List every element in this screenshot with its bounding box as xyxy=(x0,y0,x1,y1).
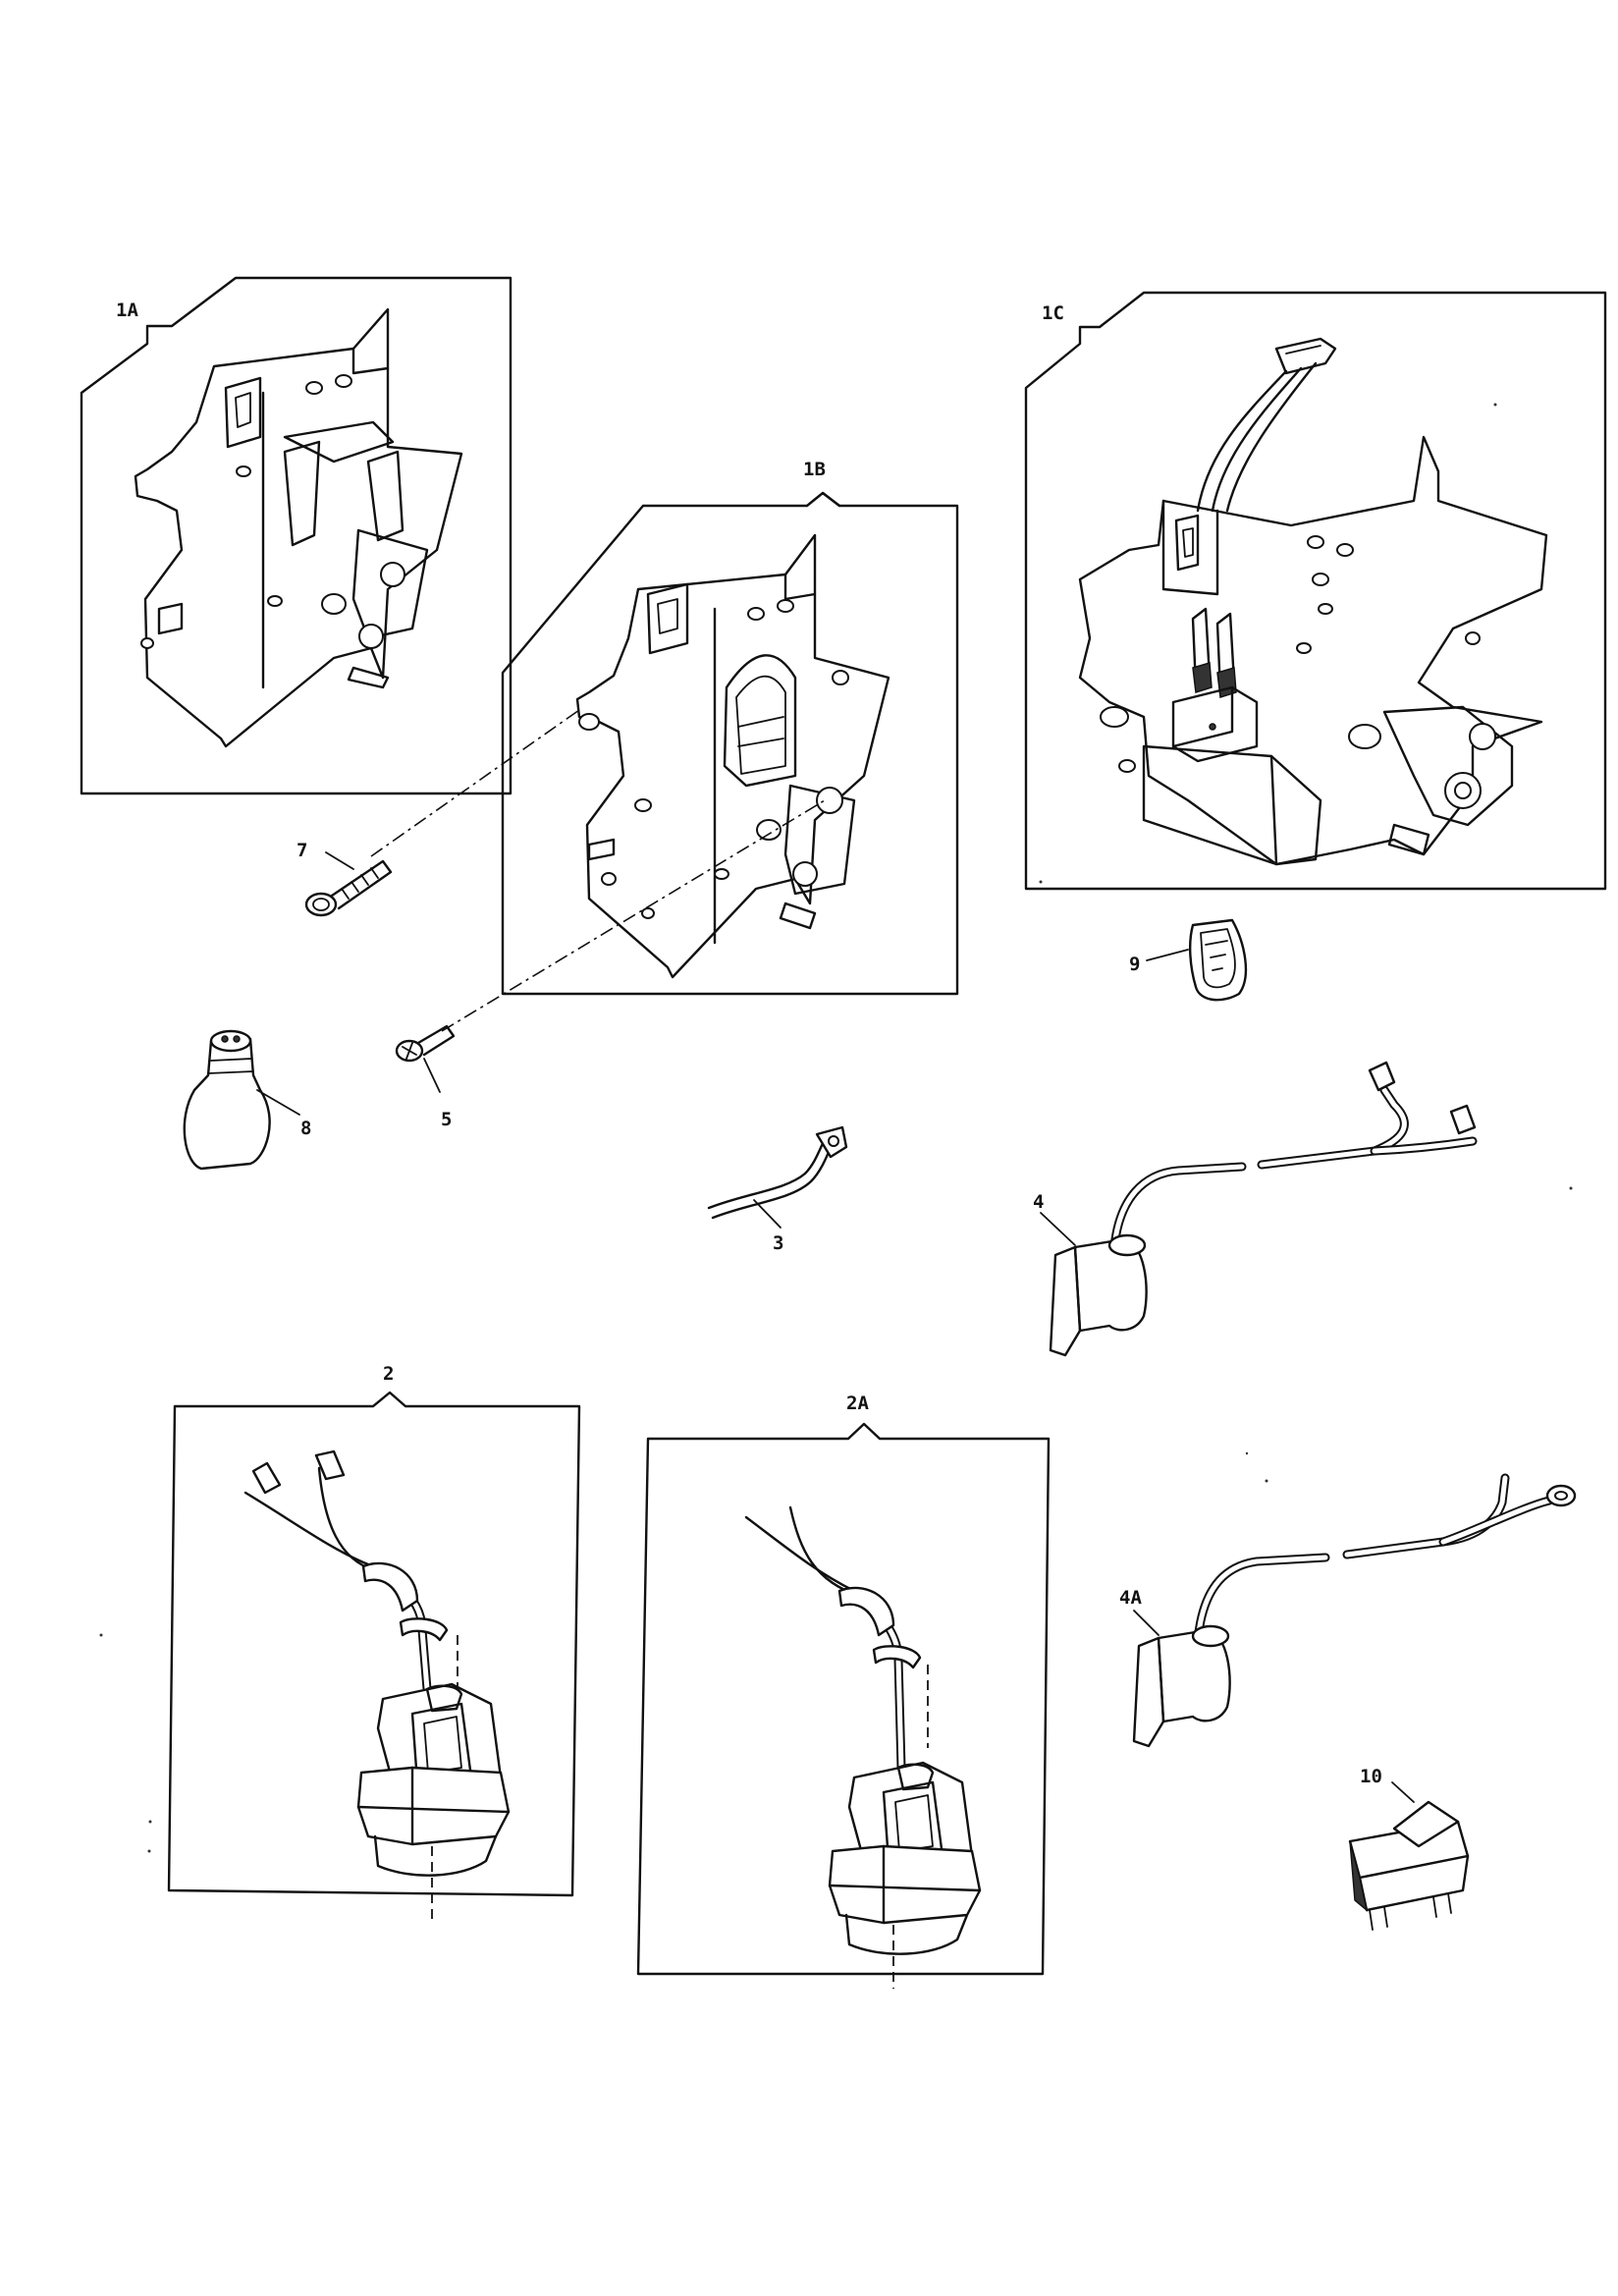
part-3 xyxy=(707,1125,848,1229)
scan-specks xyxy=(99,403,1573,1853)
part-4 xyxy=(1040,1061,1478,1357)
part-1c-label: 1C xyxy=(1042,302,1064,324)
part-2-sensor xyxy=(243,1449,511,1920)
part-7 xyxy=(304,851,393,917)
part-1a-group: 1A xyxy=(80,276,512,795)
part-4-label: 4 xyxy=(1033,1191,1044,1213)
part-1a-label: 1A xyxy=(116,300,138,321)
part-8 xyxy=(183,1029,300,1171)
part-10-label: 10 xyxy=(1360,1766,1382,1787)
part-1c-frame xyxy=(1024,291,1607,891)
part-1b-bracket xyxy=(575,533,890,979)
part-5 xyxy=(395,1024,456,1093)
part-1a-frame xyxy=(80,276,512,795)
part-9-label: 9 xyxy=(1129,954,1140,975)
part-8-label: 8 xyxy=(300,1118,311,1139)
part-1c-group: 1C xyxy=(1024,291,1607,891)
part-10 xyxy=(1348,1781,1470,1931)
part-9 xyxy=(1146,918,1248,1002)
part-3-label: 3 xyxy=(773,1232,783,1254)
part-2-frame xyxy=(167,1391,581,1897)
assembly-line-5 xyxy=(441,799,826,1032)
part-4a xyxy=(1132,1473,1577,1748)
part-7-label: 7 xyxy=(297,840,307,861)
part-2a-frame xyxy=(636,1422,1051,1976)
part-2a-group: 2A xyxy=(636,1393,1051,1989)
assembly-line-7 xyxy=(370,709,580,857)
part-1b-label: 1B xyxy=(803,459,826,480)
part-2-group: 2 xyxy=(167,1363,581,1920)
part-5-label: 5 xyxy=(441,1109,452,1130)
part-1c-bracket xyxy=(1078,337,1548,866)
part-1a-bracket xyxy=(134,307,463,748)
part-2-label: 2 xyxy=(383,1363,394,1385)
part-2a-label: 2A xyxy=(846,1393,869,1414)
part-2a-sensor xyxy=(744,1505,982,1989)
part-4a-label: 4A xyxy=(1119,1587,1142,1609)
part-1b-frame xyxy=(501,491,959,996)
part-1b-group: 1B xyxy=(501,459,959,996)
